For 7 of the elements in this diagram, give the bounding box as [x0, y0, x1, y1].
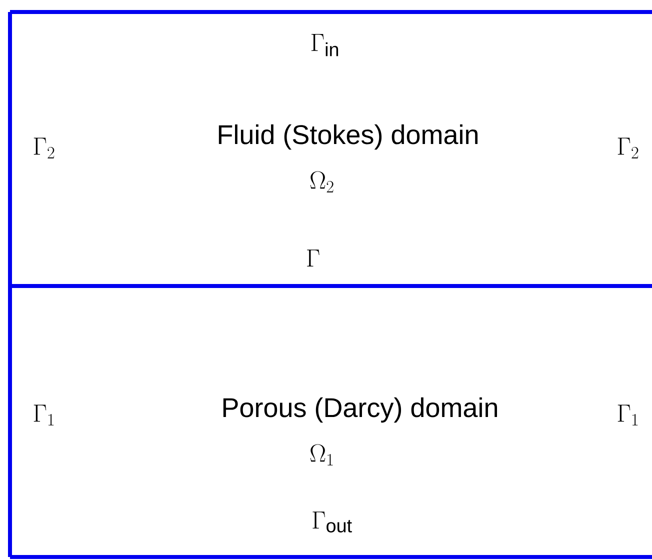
boundary-label: $\Gamma_2$	[34, 138, 54, 158]
boundary-label: $\Gamma_{\mathrm{in}}$	[312, 34, 338, 56]
boundary-label: $\Gamma_1$	[618, 404, 638, 426]
boundary-label: $\Gamma_{\mathrm{out}}$	[312, 512, 352, 532]
boundary-label: $\Gamma$	[307, 250, 320, 266]
boundary-label: $\Gamma_1$	[34, 404, 54, 426]
boundary-label: $\Gamma_2$	[618, 138, 638, 158]
